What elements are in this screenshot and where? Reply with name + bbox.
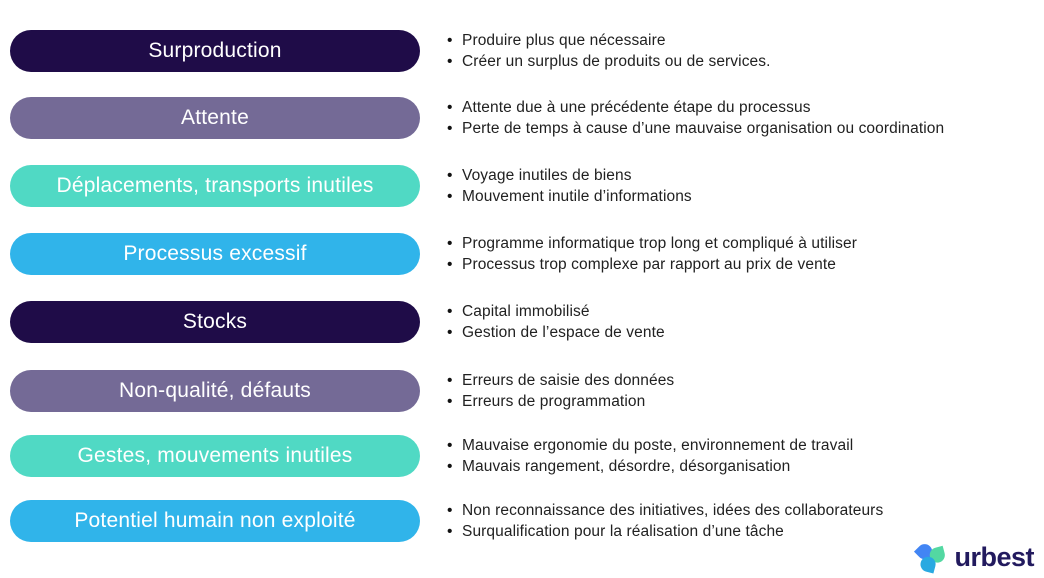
bullet-item: Programme informatique trop long et comp… (447, 233, 857, 254)
bullet-list: Mauvaise ergonomie du poste, environneme… (447, 435, 853, 477)
pill-label: Non-qualité, défauts (119, 379, 311, 402)
bullet-item: Produire plus que nécessaire (447, 30, 771, 51)
waste-row-stocks: Stocks Capital immobilisé Gestion de l’e… (10, 301, 665, 343)
urbest-logo: urbest (913, 540, 1034, 574)
bullet-item: Capital immobilisé (447, 301, 665, 322)
bullet-list: Programme informatique trop long et comp… (447, 233, 857, 275)
bullet-item: Non reconnaissance des initiatives, idée… (447, 500, 883, 521)
bullet-item: Voyage inutiles de biens (447, 165, 692, 186)
waste-pill-gestes: Gestes, mouvements inutiles (10, 435, 420, 477)
bullet-item: Créer un surplus de produits ou de servi… (447, 51, 771, 72)
waste-row-gestes: Gestes, mouvements inutiles Mauvaise erg… (10, 435, 853, 477)
urbest-wordmark: urbest (954, 541, 1034, 572)
waste-row-processus: Processus excessif Programme informatiqu… (10, 233, 857, 275)
bullet-item: Mauvais rangement, désordre, désorganisa… (447, 456, 853, 477)
bullet-list: Produire plus que nécessaire Créer un su… (447, 30, 771, 72)
bullet-list: Erreurs de saisie des données Erreurs de… (447, 370, 674, 412)
bullet-item: Erreurs de saisie des données (447, 370, 674, 391)
bullet-item: Perte de temps à cause d’une mauvaise or… (447, 118, 944, 139)
bullet-list: Non reconnaissance des initiatives, idée… (447, 500, 883, 542)
bullet-list: Capital immobilisé Gestion de l’espace d… (447, 301, 665, 343)
bullet-list: Voyage inutiles de biens Mouvement inuti… (447, 165, 692, 207)
bullet-item: Gestion de l’espace de vente (447, 322, 665, 343)
waste-pill-non-qualite: Non-qualité, défauts (10, 370, 420, 412)
pill-label: Gestes, mouvements inutiles (77, 444, 353, 467)
waste-row-surproduction: Surproduction Produire plus que nécessai… (10, 30, 771, 72)
pill-label: Surproduction (148, 39, 282, 62)
waste-pill-attente: Attente (10, 97, 420, 139)
pill-label: Stocks (182, 310, 248, 333)
pill-label: Déplacements, transports inutiles (56, 174, 374, 197)
bullet-item: Mouvement inutile d’informations (447, 186, 692, 207)
waste-row-attente: Attente Attente due à une précédente éta… (10, 97, 944, 139)
waste-pill-deplacements: Déplacements, transports inutiles (10, 165, 420, 207)
bullet-item: Surqualification pour la réalisation d’u… (447, 521, 883, 542)
waste-row-non-qualite: Non-qualité, défauts Erreurs de saisie d… (10, 370, 674, 412)
pill-label: Processus excessif (123, 242, 307, 265)
bullet-item: Processus trop complexe par rapport au p… (447, 254, 857, 275)
pill-label: Potentiel humain non exploité (74, 509, 356, 532)
waste-pill-potentiel-humain: Potentiel humain non exploité (10, 500, 420, 542)
waste-row-deplacements: Déplacements, transports inutiles Voyage… (10, 165, 692, 207)
urbest-petals-icon (914, 544, 946, 574)
waste-row-potentiel-humain: Potentiel humain non exploité Non reconn… (10, 500, 883, 542)
pill-label: Attente (181, 106, 249, 129)
waste-pill-stocks: Stocks (10, 301, 420, 343)
bullet-list: Attente due à une précédente étape du pr… (447, 97, 944, 139)
bullet-item: Attente due à une précédente étape du pr… (447, 97, 944, 118)
waste-pill-processus: Processus excessif (10, 233, 420, 275)
bullet-item: Mauvaise ergonomie du poste, environneme… (447, 435, 853, 456)
waste-pill-surproduction: Surproduction (10, 30, 420, 72)
bullet-item: Erreurs de programmation (447, 391, 674, 412)
